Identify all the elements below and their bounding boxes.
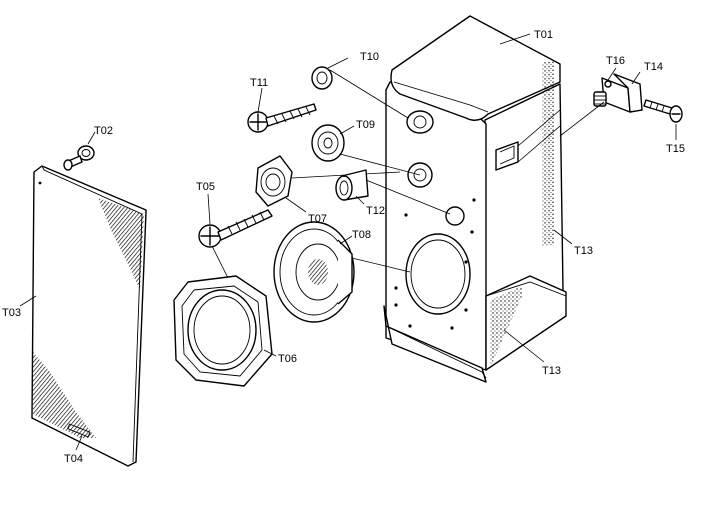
label-t08: T08 <box>352 229 371 241</box>
midrange-driver-small <box>311 124 421 176</box>
bass-port-tube <box>335 169 451 215</box>
label-t06: T06 <box>278 353 297 365</box>
woofer-driver <box>273 221 411 323</box>
terminal-screw <box>643 99 683 123</box>
speaker-cabinet <box>383 15 567 383</box>
label-t05: T05 <box>196 181 215 193</box>
label-t11: T11 <box>250 77 268 89</box>
wood-screw-upper <box>247 103 317 133</box>
label-t12: T12 <box>366 205 385 217</box>
tweeter-driver <box>255 155 401 207</box>
label-t13-upper: T13 <box>574 245 593 257</box>
leader-lines <box>19 33 677 451</box>
label-t09: T09 <box>356 119 375 131</box>
label-t13-lower: T13 <box>542 365 561 377</box>
part-labels: T01 T02 T03 T04 T05 T06 T07 T08 T09 T10 … <box>2 29 685 465</box>
label-t07: T07 <box>308 213 327 225</box>
front-grille-panel <box>31 165 147 467</box>
label-t10: T10 <box>360 51 379 63</box>
label-t04: T04 <box>64 453 83 465</box>
label-t15: T15 <box>666 143 685 155</box>
label-t14: T14 <box>644 61 663 73</box>
label-t03: T03 <box>2 307 21 319</box>
label-t01: T01 <box>534 29 553 41</box>
grille-fastener <box>63 145 95 171</box>
speaker-terminal-block <box>559 73 643 137</box>
tweeter-housing <box>311 66 409 119</box>
wood-screw-lower <box>198 209 273 287</box>
woofer-gasket-frame <box>173 275 273 387</box>
label-t02: T02 <box>94 125 113 137</box>
label-t16: T16 <box>606 55 625 67</box>
